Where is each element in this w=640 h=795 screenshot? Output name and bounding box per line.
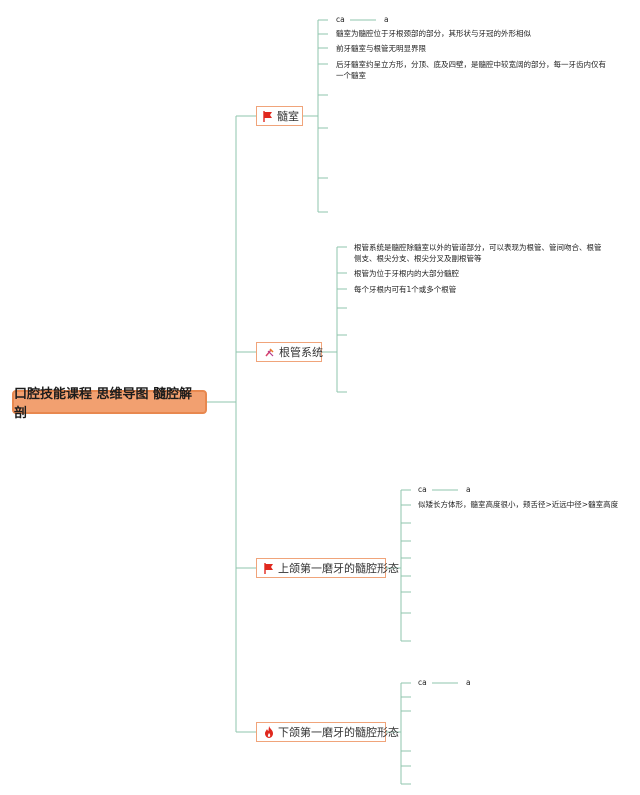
red-flag-icon bbox=[264, 562, 274, 574]
red-flag-icon bbox=[263, 110, 273, 122]
leaf-text: 根管为位于牙根内的大部分髓腔 bbox=[354, 269, 459, 278]
branch-1-header-right: a bbox=[384, 15, 389, 24]
branch-label: 下颌第一磨牙的髓腔形态 bbox=[278, 726, 399, 739]
branch-maxillary-first-molar[interactable]: 上颌第一磨牙的髓腔形态 bbox=[256, 558, 399, 578]
branch-mandibular-first-molar[interactable]: 下颌第一磨牙的髓腔形态 bbox=[256, 722, 399, 742]
leaf-text: 根管系统是髓腔除髓室以外的管道部分，可以表现为根管、管间吻合、根管侧支、根尖分支… bbox=[354, 243, 602, 263]
leaf-text: 前牙髓室与根管无明显界限 bbox=[336, 44, 426, 53]
root-node[interactable]: 口腔技能课程 思维导图 髓腔解剖 bbox=[12, 387, 207, 421]
branch-4-header-right: a bbox=[466, 678, 471, 687]
branch-3-header-left: ca bbox=[418, 485, 427, 494]
branch-3-header-right: a bbox=[466, 485, 471, 494]
tools-icon bbox=[264, 347, 275, 358]
branch-label: 髓室 bbox=[277, 110, 299, 123]
branch-label: 根管系统 bbox=[279, 346, 323, 359]
leaf-text: 每个牙根内可有1个或多个根管 bbox=[354, 285, 457, 294]
leaf-text: 髓室为髓腔位于牙根颈部的部分，其形状与牙冠的外形相似 bbox=[336, 29, 531, 38]
branch-1-header-left: ca bbox=[336, 15, 345, 24]
branch-label: 上颌第一磨牙的髓腔形态 bbox=[278, 562, 399, 575]
leaf-text: 似矮长方体形，髓室高度很小，颊舌径>近远中径>髓室高度 bbox=[418, 500, 619, 509]
fire-icon bbox=[264, 726, 274, 738]
leaf-text: 后牙髓室约呈立方形，分顶、底及四壁，是髓腔中较宽阔的部分，每一牙齿内仅有一个髓室 bbox=[336, 60, 606, 80]
branch-pulp-chamber[interactable]: 髓室 bbox=[256, 106, 303, 126]
branch-4-header-left: ca bbox=[418, 678, 427, 687]
branch-root-canal-system[interactable]: 根管系统 bbox=[256, 342, 323, 362]
root-label: 口腔技能课程 思维导图 髓腔解剖 bbox=[14, 387, 193, 421]
